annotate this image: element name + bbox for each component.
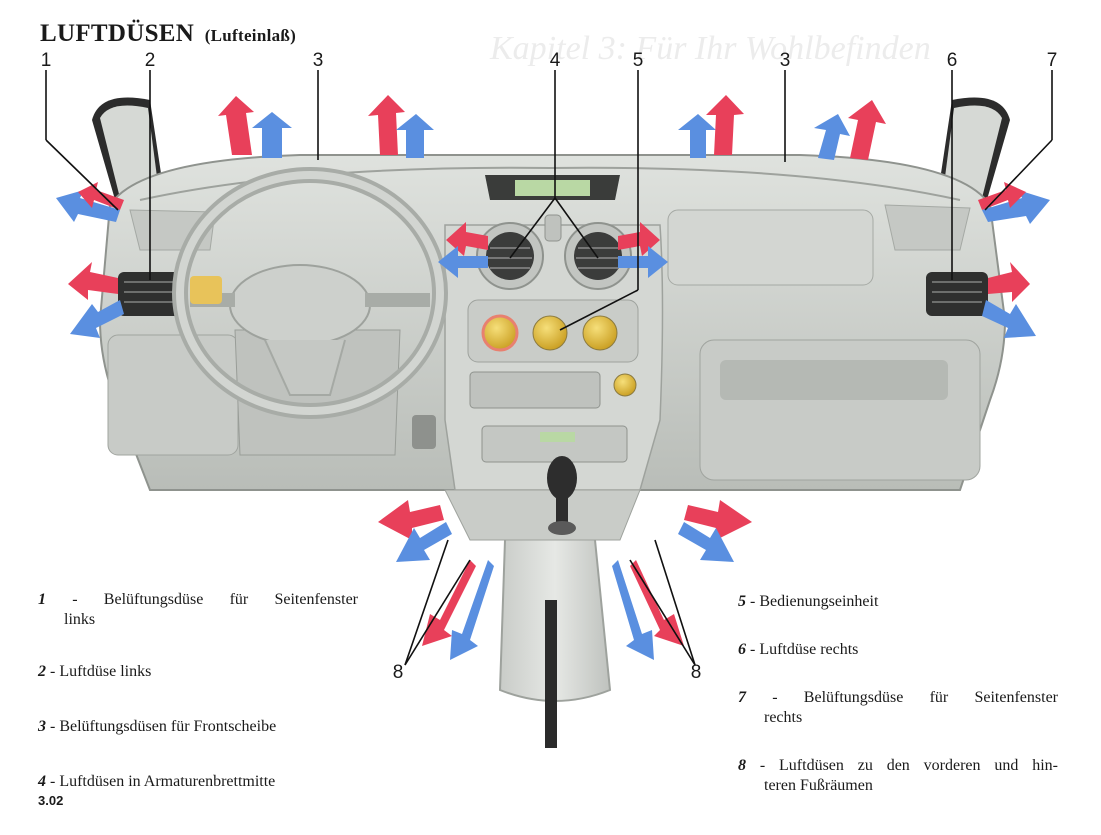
gear-knob	[547, 456, 577, 500]
windscreen-airflow-arrows	[218, 95, 886, 160]
legend-item-2: 2 - Luftdüse links	[38, 663, 152, 680]
title-sub: (Lufteinlaß)	[204, 26, 297, 45]
callout-7: 7	[1046, 50, 1058, 71]
legend-item-3: 3 - Belüftungsdüsen für Frontscheibe	[38, 718, 277, 735]
callout-6: 6	[946, 50, 958, 71]
callout-4: 4	[549, 50, 561, 71]
steering-hub	[229, 264, 371, 346]
legend-item-1: 1 - Belüftungsdüse für Seitenfenster lin…	[38, 591, 358, 628]
distribution-knob	[582, 315, 618, 351]
center-vent-airflow-arrows	[438, 222, 668, 278]
side-vent-airflow-arrows	[68, 262, 1036, 338]
handbrake-lever	[545, 600, 557, 748]
temperature-knob	[481, 314, 519, 352]
upper-panel-right	[667, 209, 874, 286]
callout-leader-lines	[45, 70, 1053, 666]
callout-8-left: 8	[392, 662, 404, 683]
instrument-display	[515, 180, 590, 196]
chapter-watermark: Kapitel 3: Für Ihr Wohlbefinden	[490, 30, 931, 67]
left-lower-panel	[107, 334, 239, 456]
callout-1: 1	[40, 50, 52, 71]
right-side-vent	[926, 272, 988, 316]
legend-item-6: 6 - Luftdüse rechts	[738, 641, 859, 658]
title-main: LUFTDÜSEN	[40, 20, 195, 47]
legend-item-4: 4 - Luftdüsen in Armaturenbrettmitte	[38, 773, 276, 790]
callout-3-right: 3	[779, 50, 791, 71]
callout-5: 5	[632, 50, 644, 71]
callout-8-right: 8	[690, 662, 702, 683]
left-side-vent	[118, 272, 180, 316]
callout-2: 2	[144, 50, 156, 71]
page-title: LUFTDÜSEN (Lufteinlaß)	[40, 20, 296, 48]
legend-item-8: 8 - Luftdüsen zu den vorderen und hin- t…	[738, 757, 1058, 794]
radio	[481, 425, 628, 463]
legend-item-5: 5 - Bedienungseinheit	[738, 593, 879, 610]
glovebox-handle	[720, 360, 948, 400]
side-window-airflow-arrows	[56, 182, 1050, 224]
callout-3-left: 3	[312, 50, 324, 71]
page-number: 3.02	[38, 793, 64, 808]
right-speaker	[884, 204, 971, 251]
fan-knob	[532, 315, 568, 351]
storage-tray	[469, 371, 601, 409]
legend-item-7: 7 - Belüftungsdüse für Seitenfenster rec…	[738, 689, 1058, 726]
hazard-switch	[412, 415, 436, 449]
